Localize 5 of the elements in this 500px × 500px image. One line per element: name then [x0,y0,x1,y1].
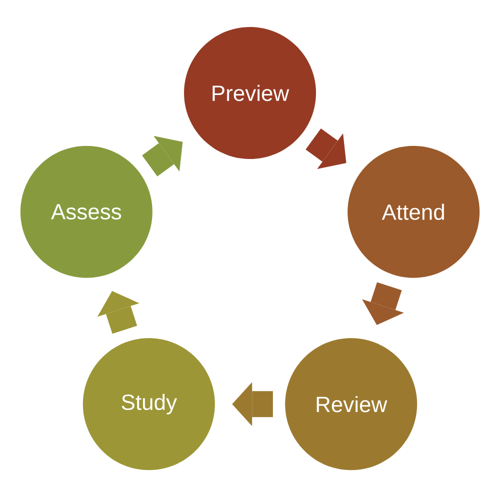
block-arrow [232,382,273,426]
block-arrow [306,128,346,169]
block-arrow [362,282,404,326]
block-arrow [142,136,183,176]
block-arrow [97,290,140,334]
